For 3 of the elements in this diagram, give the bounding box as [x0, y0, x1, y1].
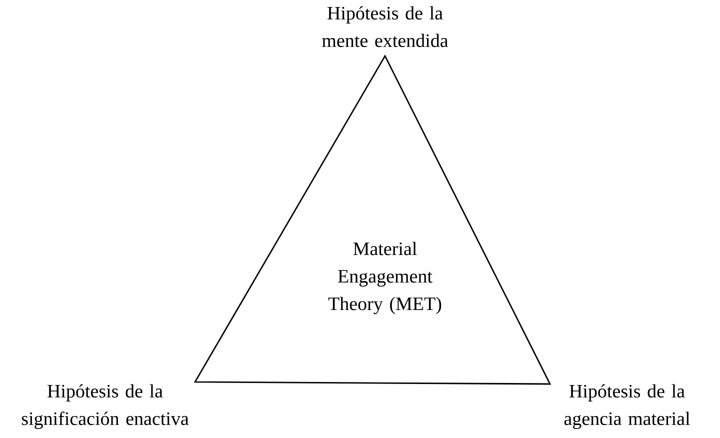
- corner-label: Hipótesis de la significación enactiva: [22, 384, 189, 429]
- corner-label: Hipótesis de la agencia material: [564, 384, 690, 429]
- corner-label: Hipótesis de la mente extendida: [322, 6, 448, 48]
